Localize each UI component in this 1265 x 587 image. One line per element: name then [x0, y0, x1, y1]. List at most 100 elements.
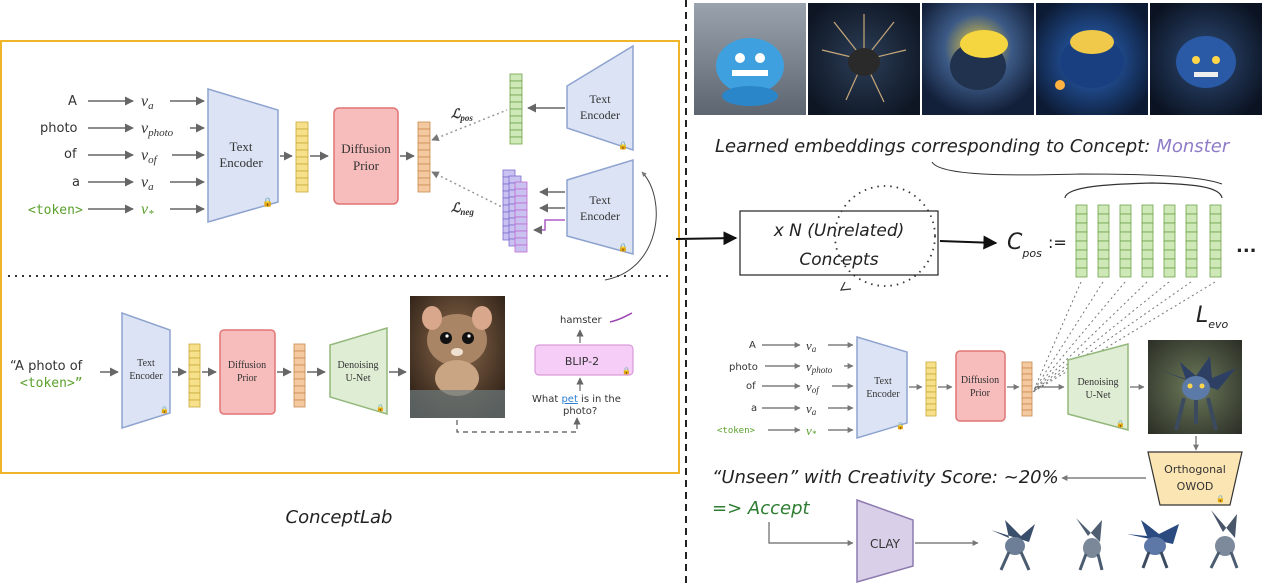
vector-cell [1021, 391, 1033, 399]
brace-mark [931, 161, 1223, 185]
vector-cell [1209, 204, 1222, 215]
vector-cell [293, 385, 306, 394]
svg-text:Encoder: Encoder [219, 155, 263, 170]
levo-label: Levo [1196, 303, 1229, 331]
clay-model: CLAY [856, 498, 914, 583]
right-orange-vector [1021, 361, 1033, 417]
vector-cell [509, 108, 523, 117]
vector-cell [509, 101, 523, 110]
vector-cell [1141, 240, 1154, 251]
vector-cell [1163, 204, 1176, 215]
vector-cell [509, 115, 523, 124]
vector-cell [295, 128, 309, 137]
top-yellow-vector [295, 121, 309, 193]
svg-text:Orthogonal: Orthogonal [1164, 463, 1226, 476]
vector-cell [509, 94, 523, 103]
right-text-encoder: Text Encoder 🔒 [856, 335, 908, 440]
lock-icon: 🔒 [262, 197, 273, 208]
lock-icon: 🔒 [618, 141, 628, 150]
right-embedding-list: va vphoto vof va v* [806, 338, 833, 439]
levo-line [1032, 281, 1148, 393]
learned-monster-images [694, 3, 1262, 115]
vector-cell [509, 73, 523, 82]
vector-cell [295, 142, 309, 151]
learned-caption: Learned embeddings corresponding to Conc… [715, 136, 1231, 157]
levo-line [1032, 281, 1082, 393]
vector-cell [1163, 213, 1176, 224]
positive-green-vector [509, 73, 523, 145]
vector-cell [1119, 204, 1132, 215]
svg-text:Encoder: Encoder [580, 209, 620, 223]
conceptlab-title: ConceptLab [286, 507, 393, 528]
token-placeholder: <token> [28, 203, 83, 218]
vector-cell [1021, 361, 1033, 369]
vector-cell [1163, 267, 1176, 278]
vector-cell [1209, 249, 1222, 260]
lock-icon: 🔒 [376, 404, 385, 412]
vector-cell [509, 136, 523, 145]
vector-cell [514, 244, 528, 253]
embedding-va: va [141, 93, 154, 112]
vector-cell [509, 122, 523, 131]
svg-text:Prior: Prior [353, 158, 380, 173]
vector-cell [293, 357, 306, 366]
vector-cell [1209, 213, 1222, 224]
vector-cell [1163, 258, 1176, 269]
svg-text:Prior: Prior [970, 388, 991, 399]
vector-cell [1209, 222, 1222, 233]
vector-cell [1141, 231, 1154, 242]
orthogonal-owod-model: Orthogonal OWOD 🔒 [1147, 451, 1243, 506]
svg-text:Text: Text [874, 376, 892, 387]
svg-text:vof: vof [806, 379, 820, 395]
top-text-encoder: Text Encoder 🔒 [207, 87, 279, 223]
bottom-prompt-line1: “A photo of [10, 359, 83, 374]
vector-cell [417, 135, 431, 144]
accept-text: => Accept [712, 498, 810, 519]
unrelated-concepts-box: x N (Unrelated) Concepts [739, 210, 939, 276]
vector-cell [925, 403, 937, 411]
vector-cell [1119, 249, 1132, 260]
cpos-brace [1064, 182, 1223, 199]
vector-cell [293, 343, 306, 352]
vector-cell [417, 184, 431, 193]
vector-cell [925, 361, 937, 369]
vector-cell [1021, 409, 1033, 417]
vector-cell [1119, 213, 1132, 224]
svg-text:v*: v* [806, 423, 817, 439]
vector-cell [1075, 213, 1088, 224]
vector-cell [295, 149, 309, 158]
vector-cell [1185, 267, 1198, 278]
vector-cell [1163, 222, 1176, 233]
answer-mark [609, 312, 633, 323]
svg-text:CLAY: CLAY [870, 537, 901, 551]
vector-cell [1075, 249, 1088, 260]
svg-text:U-Net: U-Net [346, 373, 371, 384]
vector-cell [1097, 213, 1110, 224]
lock-icon: 🔒 [618, 243, 628, 252]
svg-text:Concepts: Concepts [799, 250, 878, 270]
vector-cell [188, 371, 201, 380]
vector-cell [1163, 231, 1176, 242]
vector-cell [1097, 222, 1110, 233]
vector-cell [1163, 249, 1176, 260]
vector-cell [1209, 240, 1222, 251]
monster-render-photo [1148, 340, 1242, 434]
vector-cell [1141, 204, 1154, 215]
vector-cell [1097, 204, 1110, 215]
vector-cell [1119, 240, 1132, 251]
vector-cell [417, 128, 431, 137]
positive-text-encoder: Text Encoder 🔒 [566, 44, 634, 152]
top-embedding-list: va vphoto vof va v* [141, 93, 174, 220]
vector-cell [188, 364, 201, 373]
vector-cell [295, 135, 309, 144]
vector-cell [1163, 240, 1176, 251]
vector-cell [188, 399, 201, 408]
bottom-yellow-vector [188, 343, 201, 408]
vector-cell [1185, 231, 1198, 242]
svg-text:Text: Text [589, 92, 611, 106]
vector-cell [925, 397, 937, 405]
svg-text:vphoto: vphoto [806, 359, 833, 375]
vector-cell [509, 87, 523, 96]
vector-cell [1021, 403, 1033, 411]
vector-cell [1075, 231, 1088, 242]
